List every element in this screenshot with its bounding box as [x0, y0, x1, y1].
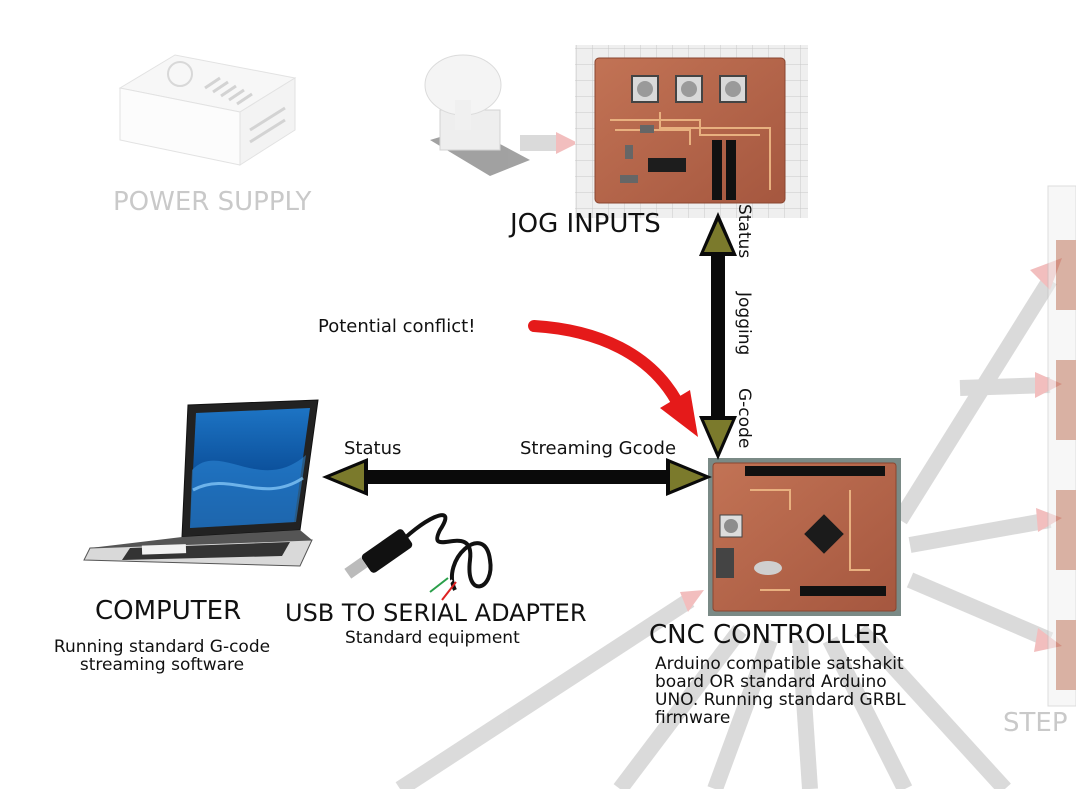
power-supply-label: POWER SUPPLY [113, 187, 312, 217]
stepper-label: STEP [1003, 708, 1068, 738]
jog-gcode-label: G-code [734, 388, 754, 449]
stepper-driver-strip [1047, 185, 1076, 707]
power-supply-image [118, 54, 297, 166]
jog-inputs-board [575, 45, 808, 218]
cnc-note-1: Arduino compatible satshakit [655, 654, 904, 674]
conflict-arrow [528, 320, 698, 437]
computer-label: COMPUTER [95, 596, 242, 626]
computer-note-1: Running standard G-code [53, 637, 271, 657]
usb-adapter-label: USB TO SERIAL ADAPTER [285, 599, 587, 627]
arrow-jog-controller [699, 212, 737, 460]
cnc-note-4: firmware [655, 708, 731, 728]
jog-inputs-label: JOG INPUTS [510, 209, 661, 239]
streaming-gcode-label: Streaming Gcode [520, 438, 677, 459]
usb-adapter-note: Standard equipment [345, 628, 520, 648]
cnc-controller-label: CNC CONTROLLER [649, 620, 889, 650]
usb-adapter-image [344, 513, 493, 601]
jog-jogging-label: Jogging [734, 292, 754, 356]
computer-status-label: Status [344, 438, 402, 459]
cnc-note-2: board OR standard Arduino [655, 672, 887, 692]
joystick-image [424, 54, 530, 176]
cnc-note-3: UNO. Running standard GRBL [655, 690, 906, 710]
laptop-image [83, 399, 319, 567]
jog-status-label: Status [734, 204, 754, 259]
arrow-computer-controller [322, 458, 712, 496]
conflict-label: Potential conflict! [318, 316, 476, 337]
cnc-controller-board [708, 458, 901, 616]
computer-note-2: streaming software [79, 655, 245, 675]
